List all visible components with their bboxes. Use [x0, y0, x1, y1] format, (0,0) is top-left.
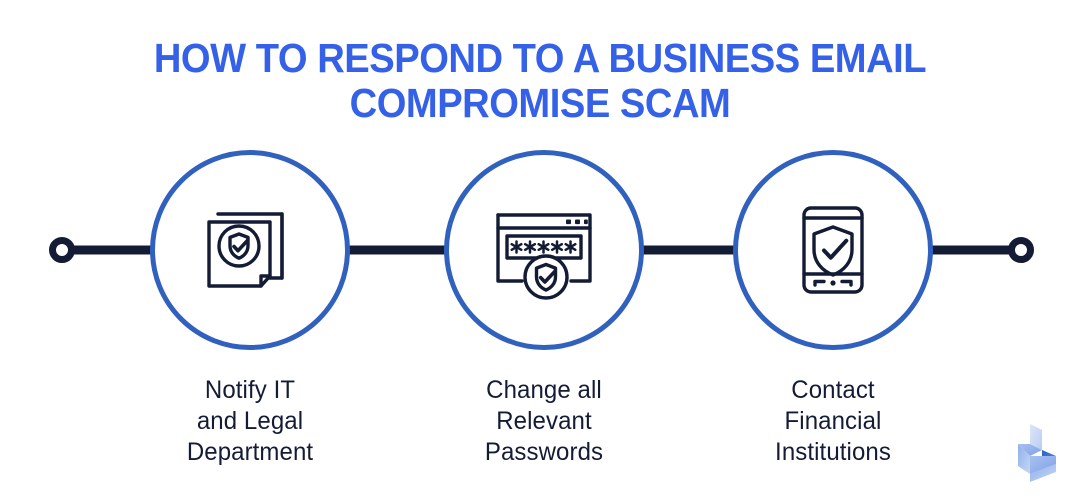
step-3-caption-line-1: Contact: [791, 376, 875, 404]
step-3-caption-line-2: Financial: [784, 407, 882, 435]
browser-window-dots-icon: [566, 219, 588, 225]
browser-password-shield-check-icon: [489, 195, 599, 305]
page-title-line-1: HOW TO RESPOND TO A BUSINESS EMAIL: [153, 35, 927, 81]
step-1-caption-line-2: and Legal: [196, 407, 304, 435]
step-1-caption-line-3: Department: [186, 438, 314, 466]
timeline-start-marker-icon: [49, 237, 75, 263]
step-2-caption: Change all Relevant Passwords: [405, 375, 683, 468]
smartphone-shield-check-icon: [778, 195, 888, 305]
page-title-line-2: COMPROMISE SCAM: [349, 80, 731, 126]
phone-home-left-detail: [813, 279, 826, 287]
step-2-circle: [444, 150, 644, 350]
step-1-caption-line-1: Notify IT: [204, 376, 296, 404]
brand-b-logo[interactable]: [1016, 422, 1068, 486]
phone-home-right-detail: [840, 279, 853, 287]
step-3-caption: Contact Financial Institutions: [694, 375, 972, 468]
step-2-caption-line-3: Passwords: [484, 438, 604, 466]
password-mask-asterisks: [510, 240, 577, 254]
page-title: HOW TO RESPOND TO A BUSINESS EMAIL COMPR…: [0, 36, 1080, 126]
documents-shield-check-icon: [195, 195, 305, 305]
step-1-caption: Notify IT and Legal Department: [111, 375, 389, 468]
timeline-step-3[interactable]: [733, 150, 933, 350]
timeline-end-marker-icon: [1008, 237, 1034, 263]
step-2-caption-line-1: Change all: [486, 376, 602, 404]
phone-home-dot: [830, 280, 836, 286]
step-1-circle: [150, 150, 350, 350]
step-3-caption-line-3: Institutions: [775, 438, 891, 466]
timeline-step-1[interactable]: [150, 150, 350, 350]
timeline-step-2[interactable]: [444, 150, 644, 350]
step-2-caption-line-2: Relevant: [496, 407, 592, 435]
step-3-circle: [733, 150, 933, 350]
